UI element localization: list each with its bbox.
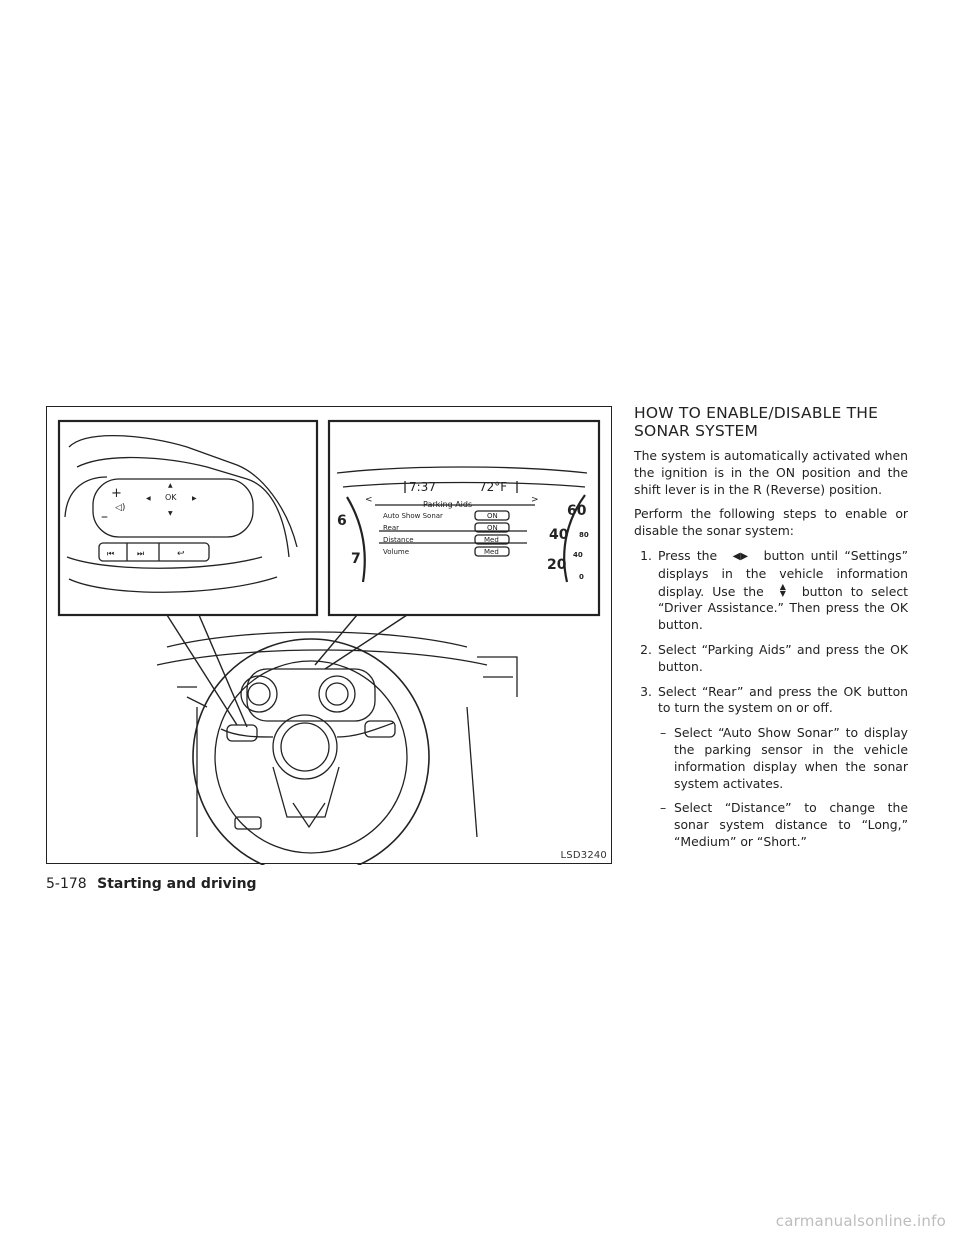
dash-bullet: – — [660, 725, 667, 741]
gauge-label: 80 — [579, 531, 589, 539]
sub-item-text: Select “Auto Show Sonar” to display the … — [674, 725, 908, 791]
text-column: HOW TO ENABLE/DISABLE THE SONAR SYSTEM T… — [634, 404, 908, 859]
step-text: Press the — [658, 547, 718, 563]
steering-illustration: + – ◁) OK ▲ ▼ ◀ ▶ ⏮ ⏭ ↩ — [57, 419, 601, 865]
page-number: 5-178 — [46, 876, 87, 892]
svg-text:▼: ▼ — [168, 510, 173, 517]
svg-text:–: – — [101, 509, 108, 525]
cluster-menu-title: Parking Aids — [423, 500, 472, 509]
intro-paragraph: The system is automatically activated wh… — [634, 448, 908, 497]
cluster-row-value: Med — [484, 548, 499, 556]
section-title: Starting and driving — [97, 876, 257, 892]
svg-text:▶: ▶ — [192, 495, 197, 502]
gauge-label: 40 — [549, 527, 569, 543]
step-number: 1. — [640, 547, 652, 563]
svg-text:◁): ◁) — [115, 503, 125, 513]
cluster-row-label: Distance — [383, 536, 414, 544]
sub-item-text: Select “Distance” to change the sonar sy… — [674, 800, 908, 849]
step-number: 3. — [640, 683, 652, 699]
watermark: carmanualsonline.info — [775, 1212, 946, 1230]
illustration-figure: + – ◁) OK ▲ ▼ ◀ ▶ ⏮ ⏭ ↩ — [46, 406, 612, 865]
step-2: 2. Select “Parking Aids” and press the O… — [634, 642, 908, 676]
steering-switch-drawing — [64, 435, 298, 593]
gauge-label: 60 — [567, 503, 587, 519]
gauge-label: 6 — [337, 513, 347, 529]
cluster-temp: 72°F — [479, 480, 507, 494]
cluster-row-value: ON — [487, 512, 498, 520]
step-text: button to select “Driver Assistance.” Th… — [658, 583, 908, 633]
section-heading: HOW TO ENABLE/DISABLE THE SONAR SYSTEM — [634, 404, 879, 440]
switch-inset — [57, 419, 319, 617]
gauge-label: 20 — [547, 557, 567, 573]
cluster-row-label: Auto Show Sonar — [383, 512, 443, 520]
gauge-label: 40 — [573, 551, 583, 559]
svg-text:↩: ↩ — [177, 549, 185, 559]
gauge-label: 7 — [351, 551, 361, 567]
step-text: Select “Parking Aids” and press the OK b… — [658, 641, 908, 674]
sub-item: – Select “Auto Show Sonar” to display th… — [634, 725, 908, 792]
ok-button-label: OK — [165, 493, 177, 502]
step-number: 2. — [640, 641, 652, 657]
svg-text:⏭: ⏭ — [137, 549, 144, 558]
steps-intro: Perform the following steps to enable or… — [634, 506, 908, 539]
svg-text:⏮: ⏮ — [107, 549, 114, 558]
cluster-row-label: Rear — [383, 524, 399, 532]
svg-text:▲: ▲ — [168, 482, 173, 489]
up-down-arrows-icon: ▲▼ — [779, 581, 786, 598]
svg-text:>: > — [531, 495, 539, 505]
cluster-row-label: Volume — [383, 548, 409, 556]
step-text: button until “Settings” displays in the … — [658, 547, 908, 599]
dash-bullet: – — [660, 800, 667, 816]
step-1: 1. Press the ◀▶ button until “Settings” … — [634, 548, 908, 634]
page-footer: 5-178 Starting and driving — [46, 876, 257, 892]
cluster-inset — [327, 419, 601, 617]
figure-code: LSD3240 — [560, 850, 607, 861]
svg-text:+: + — [111, 486, 122, 501]
cluster-time: 7:37 — [409, 480, 436, 494]
sub-item: – Select “Distance” to change the sonar … — [634, 800, 908, 850]
svg-text:◀: ◀ — [146, 495, 151, 502]
step-3: 3. Select “Rear” and press the OK button… — [634, 684, 908, 718]
gauge-label: 0 — [579, 573, 584, 581]
svg-text:<: < — [365, 495, 373, 505]
cockpit-drawing — [156, 631, 518, 865]
cluster-row-value: Med — [484, 536, 499, 544]
cluster-row-value: ON — [487, 524, 498, 532]
step-text: Select “Rear” and press the OK button to… — [658, 683, 908, 716]
left-right-arrows-icon: ◀▶ — [732, 550, 749, 562]
